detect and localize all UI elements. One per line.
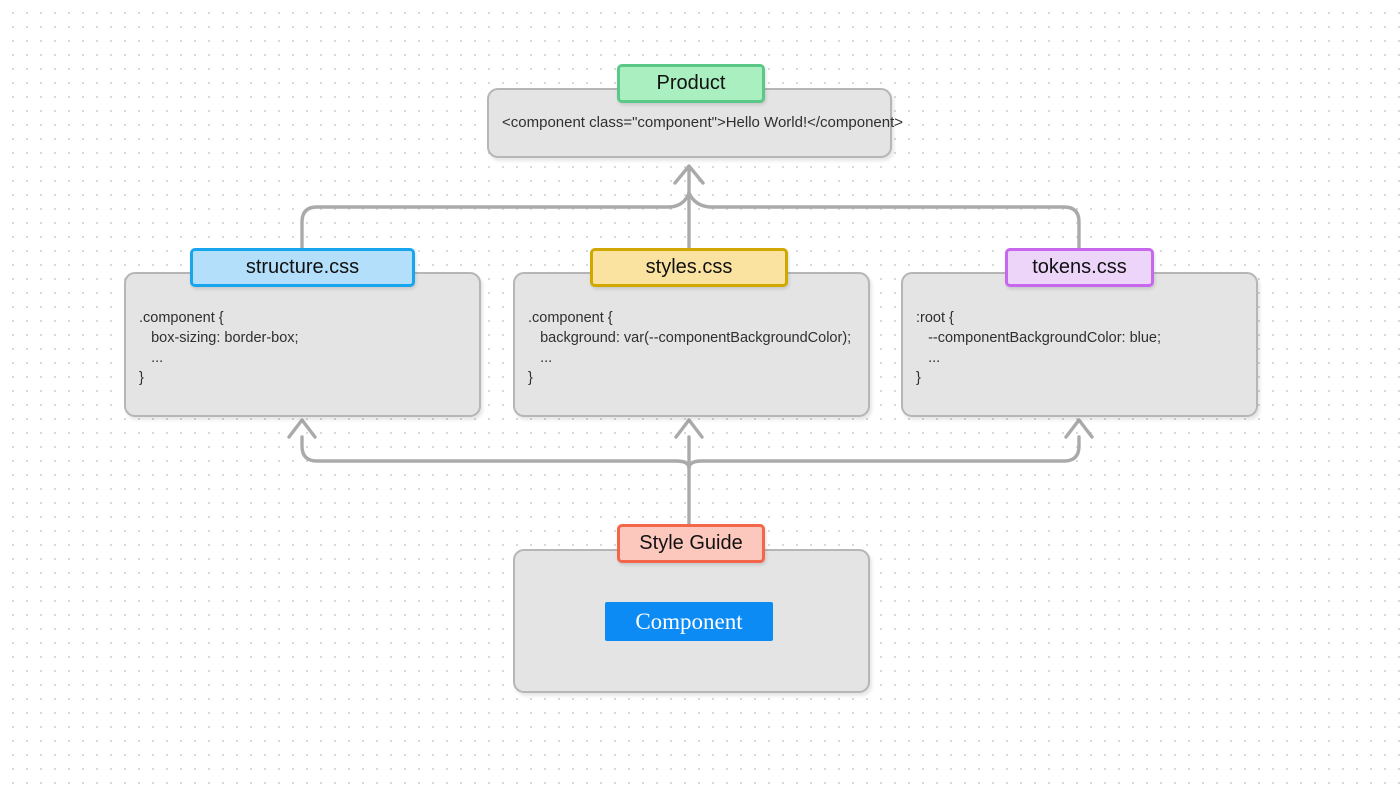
tag-tokens-css-label: tokens.css — [1032, 256, 1127, 278]
component-preview-button[interactable]: Component — [605, 602, 773, 641]
connector-merge-left — [668, 191, 691, 209]
tag-structure-css-label: structure.css — [245, 256, 360, 278]
product-markup-text: <component class="component">Hello World… — [502, 114, 904, 131]
arrowhead-styles — [674, 418, 704, 439]
arrowhead-tokens — [1064, 418, 1094, 439]
structure-panel[interactable] — [124, 272, 481, 417]
tag-styles-css-label: styles.css — [645, 256, 733, 278]
tag-product[interactable]: Product — [617, 64, 765, 103]
tag-style-guide-label: Style Guide — [639, 532, 743, 554]
connector-styleguide-to-tokens — [687, 435, 1081, 470]
tag-styles-css[interactable]: styles.css — [590, 248, 788, 287]
tokens-code-text: :root { --componentBackgroundColor: blue… — [916, 310, 1162, 386]
tag-style-guide[interactable]: Style Guide — [617, 524, 765, 563]
structure-code-text: .component { box-sizing: border-box; ...… — [139, 310, 299, 386]
connector-merge-right — [687, 191, 712, 209]
tag-product-label: Product — [656, 72, 726, 94]
tag-structure-css[interactable]: structure.css — [190, 248, 415, 287]
connector-styleguide-to-structure — [300, 435, 691, 470]
connector-structure-to-product — [300, 205, 672, 250]
component-preview-button-label: Component — [635, 608, 743, 634]
tokens-panel[interactable] — [901, 272, 1258, 417]
arrowhead-structure — [287, 418, 317, 439]
arrowhead-product — [673, 164, 705, 185]
styles-code-text: .component { background: var(--component… — [528, 310, 852, 386]
tag-tokens-css[interactable]: tokens.css — [1005, 248, 1154, 287]
connector-tokens-to-product — [708, 205, 1081, 250]
